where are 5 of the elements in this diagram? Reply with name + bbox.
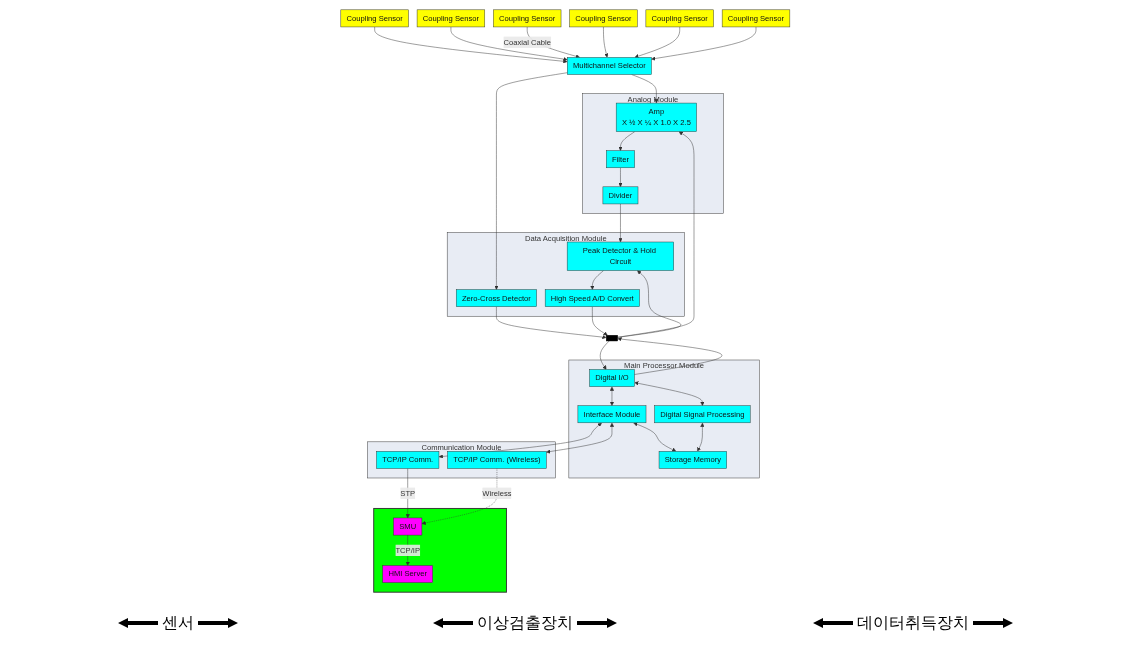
section-label: 센서 — [161, 612, 194, 633]
cluster — [373, 507, 508, 593]
section-label: 데이터취득장치 — [857, 612, 970, 633]
node-bar — [606, 334, 619, 341]
section-label: 이상검출장치 — [477, 612, 574, 633]
